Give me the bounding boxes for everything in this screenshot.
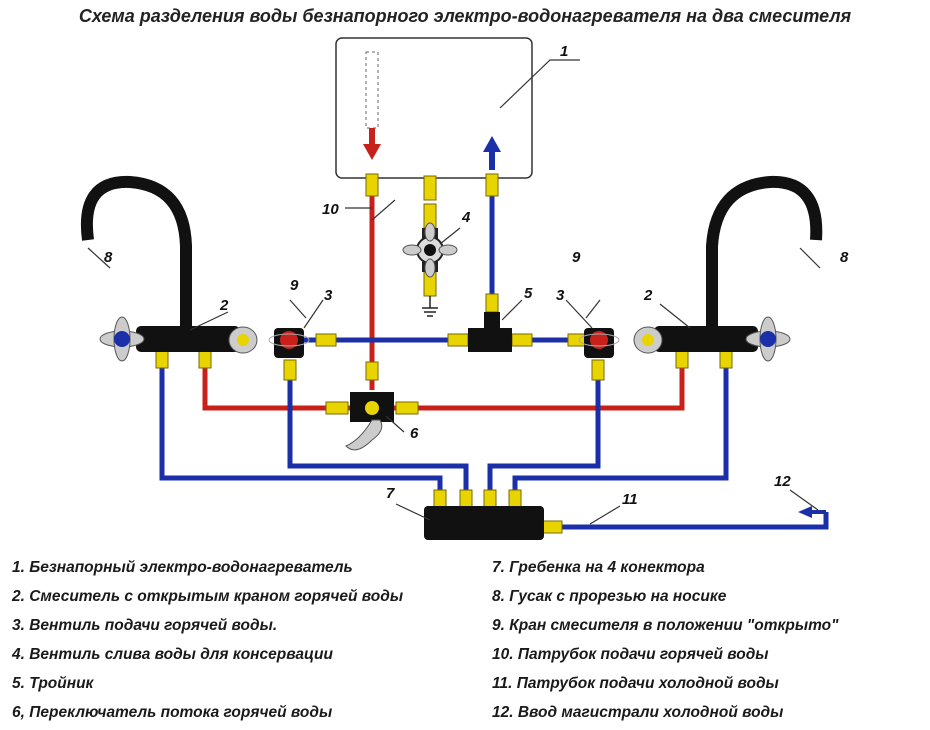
callout-1: 1 xyxy=(560,43,568,60)
callout-5: 5 xyxy=(524,285,533,302)
callout-3-left: 3 xyxy=(324,287,333,304)
legend-item: 6, Переключатель потока горячей воды xyxy=(12,704,333,721)
legend-item: 1. Безнапорный электро-водонагреватель xyxy=(12,559,353,576)
left-hot-handle-open xyxy=(228,326,258,354)
callout-3-right: 3 xyxy=(556,287,565,304)
hot-outlet-arrow xyxy=(363,128,381,160)
callout-9-left: 9 xyxy=(290,277,299,294)
right-cold-handle xyxy=(745,316,791,362)
diagram-title: Схема разделения воды безнапорного элект… xyxy=(78,6,852,26)
callout-4: 4 xyxy=(461,209,471,226)
callout-12: 12 xyxy=(774,473,791,490)
legend-item: 11. Патрубок подачи холодной воды xyxy=(492,675,779,692)
callout-9-right: 9 xyxy=(572,249,581,266)
callout-2-right: 2 xyxy=(643,287,653,304)
callout-11: 11 xyxy=(622,491,638,508)
left-cold-handle xyxy=(99,316,145,362)
callout-6: 6 xyxy=(410,425,419,442)
legend-item: 3. Вентиль подачи горячей воды. xyxy=(12,617,278,634)
callout-2-left: 2 xyxy=(219,297,229,314)
water-heater xyxy=(335,37,533,179)
callout-7: 7 xyxy=(386,485,395,502)
tee-fitting xyxy=(468,312,512,352)
legend-item: 12. Ввод магистрали холодной воды xyxy=(492,704,784,721)
legend-item: 9. Кран смесителя в положении "открыто" xyxy=(492,617,839,634)
cold-inlet-arrow xyxy=(483,136,501,170)
legend-item: 4. Вентиль слива воды для консервации xyxy=(12,646,333,663)
right-mixer xyxy=(633,175,823,362)
legend-item: 7. Гребенка на 4 конектора xyxy=(492,559,705,576)
callout-leaders xyxy=(87,59,821,525)
legend-item: 5. Тройник xyxy=(12,675,94,692)
left-mixer xyxy=(80,175,258,362)
drain-valve xyxy=(402,222,458,317)
manifold xyxy=(424,506,544,540)
right-hot-handle-open xyxy=(633,326,663,354)
callout-8-right: 8 xyxy=(840,249,849,266)
right-hot-supply-valve xyxy=(578,328,620,358)
callout-10: 10 xyxy=(322,201,339,218)
hot-flow-switch xyxy=(345,392,394,451)
legend-item: 8. Гусак с прорезью на носике xyxy=(492,588,727,605)
left-hot-supply-valve xyxy=(268,328,310,358)
legend-item: 2. Смеситель с открытым краном горячей в… xyxy=(12,588,404,605)
callout-8-left: 8 xyxy=(104,249,113,266)
cold-mains-arrow xyxy=(798,506,826,518)
legend-item: 10. Патрубок подачи горячей воды xyxy=(492,646,769,663)
hot-pipes xyxy=(202,178,685,411)
cold-pipes xyxy=(159,178,829,530)
legend-right: 7. Гребенка на 4 конектора 8. Гусак с пр… xyxy=(492,556,838,730)
legend-left: 1. Безнапорный электро-водонагреватель 2… xyxy=(12,556,403,730)
